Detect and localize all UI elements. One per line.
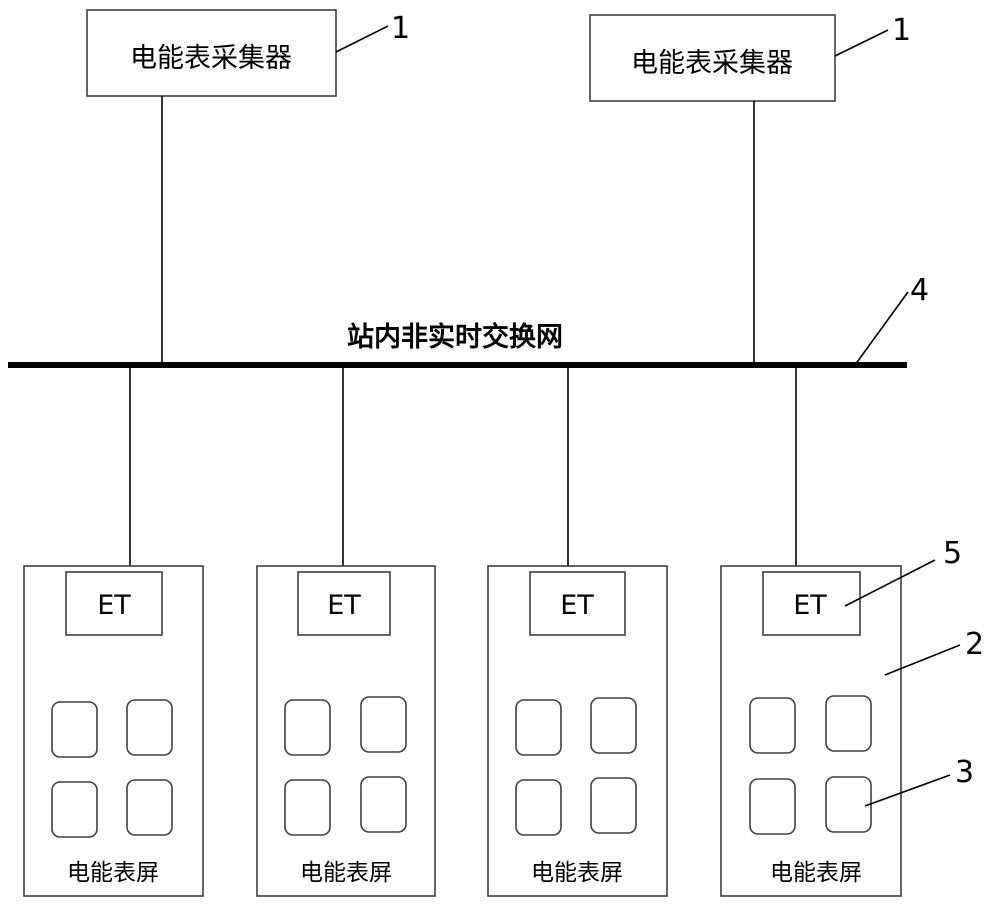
collector-2: 电能表采集器 xyxy=(589,14,836,102)
callout-number-collector-1: 1 xyxy=(391,11,410,46)
et-label: ET xyxy=(327,590,361,621)
meter-slot xyxy=(515,779,562,836)
screen-label: 电能表屏 xyxy=(67,860,159,886)
collector-label: 电能表采集器 xyxy=(130,43,292,74)
et-box xyxy=(762,571,861,636)
meter-slot xyxy=(284,779,331,836)
meter-slot xyxy=(360,776,407,833)
meter-slot xyxy=(825,695,872,752)
meter-slot xyxy=(126,699,173,756)
screen-label: 电能表屏 xyxy=(531,860,623,886)
callout-number-collector-2: 1 xyxy=(892,13,911,48)
meter-screen-2: ET 电能表屏 xyxy=(256,565,436,897)
callout-line-collector-1 xyxy=(335,25,389,53)
collector-box xyxy=(589,14,836,102)
meter-slot xyxy=(749,778,796,835)
callout-number-screen: 2 xyxy=(965,627,984,662)
callout-line-meter xyxy=(864,774,951,807)
screen-label: 电能表屏 xyxy=(300,860,392,886)
meter-slot xyxy=(284,699,331,756)
meter-slot xyxy=(590,777,637,834)
callout-number-meter: 3 xyxy=(955,755,974,790)
meter-slot xyxy=(51,781,98,838)
collector-label: 电能表采集器 xyxy=(631,48,793,79)
callout-line-screen xyxy=(884,644,961,676)
callout-line-et xyxy=(844,559,936,607)
et-label: ET xyxy=(793,590,827,621)
meter-screen-4: ET 电能表屏 xyxy=(720,565,902,897)
callout-line-network xyxy=(854,291,909,366)
meter-slot xyxy=(749,697,796,754)
meter-slot xyxy=(360,696,407,753)
et-label: ET xyxy=(97,590,131,621)
meter-slot xyxy=(126,779,173,836)
meter-slot xyxy=(51,701,98,758)
callout-number-et: 5 xyxy=(943,536,962,571)
et-box xyxy=(65,571,163,636)
network-label: 站内非实时交换网 xyxy=(347,321,563,353)
meter-slot xyxy=(590,697,637,754)
screen-label: 电能表屏 xyxy=(770,860,862,886)
meter-screen-1: ET 电能表屏 xyxy=(23,565,204,897)
et-box xyxy=(529,571,626,636)
et-label: ET xyxy=(560,590,594,621)
callout-number-network: 4 xyxy=(910,273,929,308)
collector-box xyxy=(86,9,337,97)
callout-line-collector-2 xyxy=(834,29,889,57)
collector-1: 电能表采集器 xyxy=(86,9,337,97)
meter-slot xyxy=(515,699,562,756)
meter-screen-3: ET 电能表屏 xyxy=(487,565,668,897)
meter-slot xyxy=(825,776,872,833)
et-box xyxy=(297,571,391,636)
